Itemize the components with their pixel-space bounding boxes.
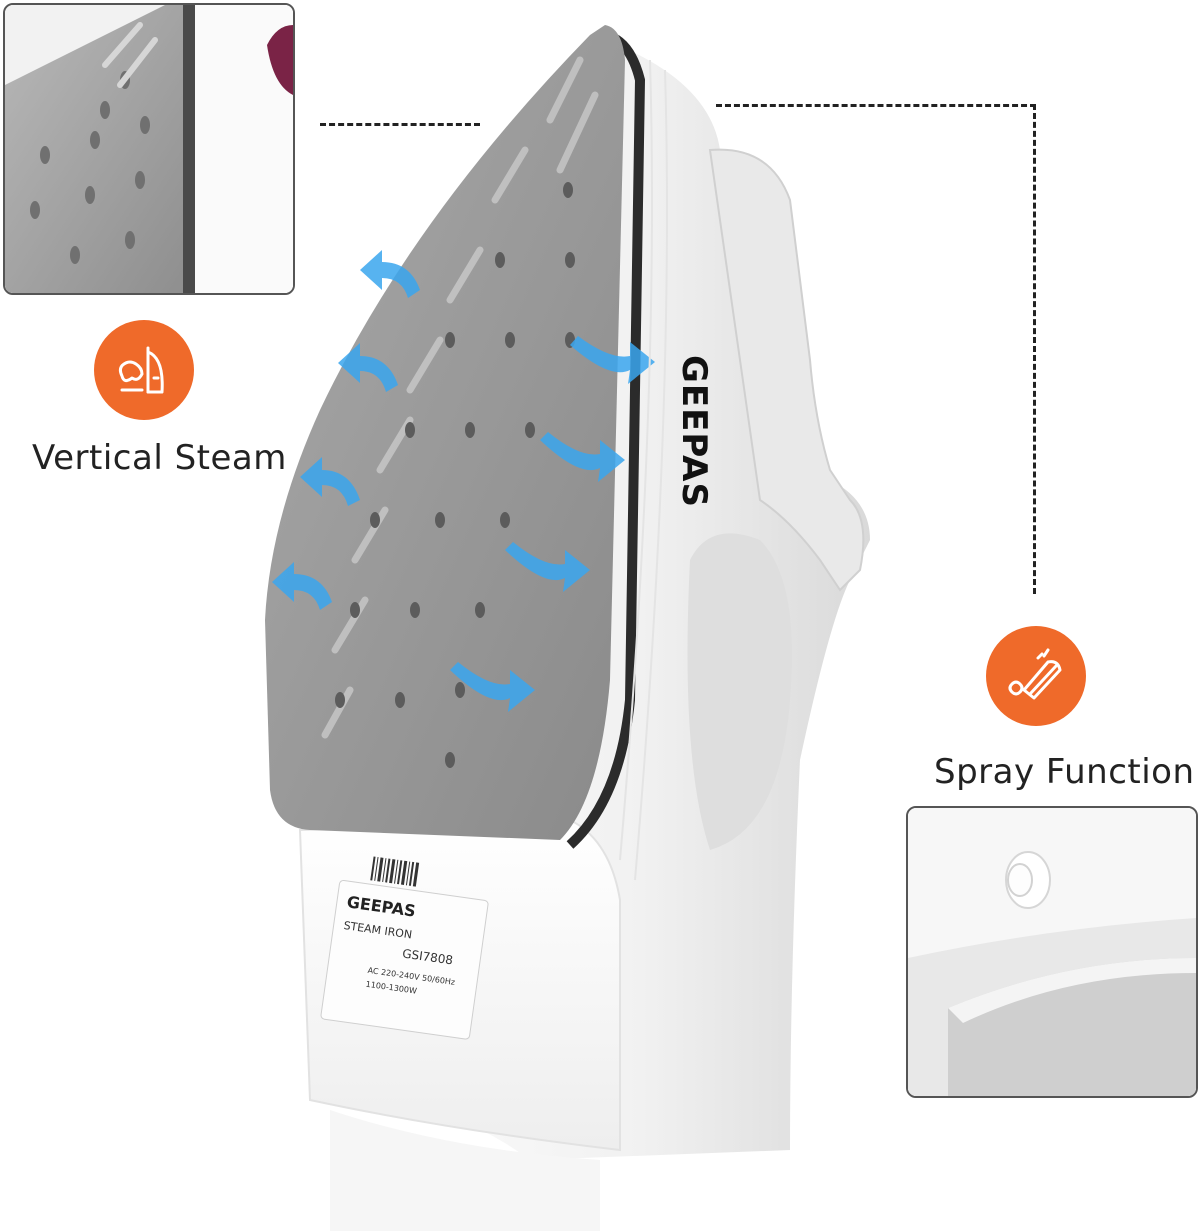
connector-line-right-vertical: [1033, 104, 1036, 594]
steam-arrow: [570, 336, 655, 384]
rating-label: GEEPAS STEAM IRON GSI7808 AC 220-240V 50…: [320, 856, 489, 1040]
spray-nozzle: [1005, 851, 1051, 909]
steam-arrow: [540, 432, 625, 482]
steam-arrow: [360, 250, 420, 298]
spray-nozzle-closeup-image: [908, 808, 1196, 1096]
steam-arrow: [450, 662, 535, 712]
steam-arrow: [300, 457, 360, 506]
steam-arrow: [505, 542, 590, 592]
spray-nozzle-closeup-inset: [906, 806, 1198, 1098]
vertical-steam-badge: [94, 320, 194, 420]
spray-function-label: Spray Function: [934, 752, 1195, 792]
steam-arrow: [338, 343, 398, 392]
soleplate-closeup-inset: [3, 3, 295, 295]
steam-iron-image: GEEPAS GEEPAS STEAM IRON GSI7808 AC 220-…: [265, 25, 870, 1231]
soleplate-closeup-image: [5, 5, 293, 293]
connector-line-left: [320, 123, 480, 126]
steam-arrow: [272, 562, 332, 610]
vertical-steam-label: Vertical Steam: [32, 438, 287, 478]
spray-function-icon: [1008, 648, 1062, 700]
vertical-steam-icon: [118, 346, 164, 394]
connector-line-right-horizontal: [716, 104, 1036, 107]
iron-brand-logo: GEEPAS: [674, 355, 714, 508]
spray-function-badge: [986, 626, 1086, 726]
